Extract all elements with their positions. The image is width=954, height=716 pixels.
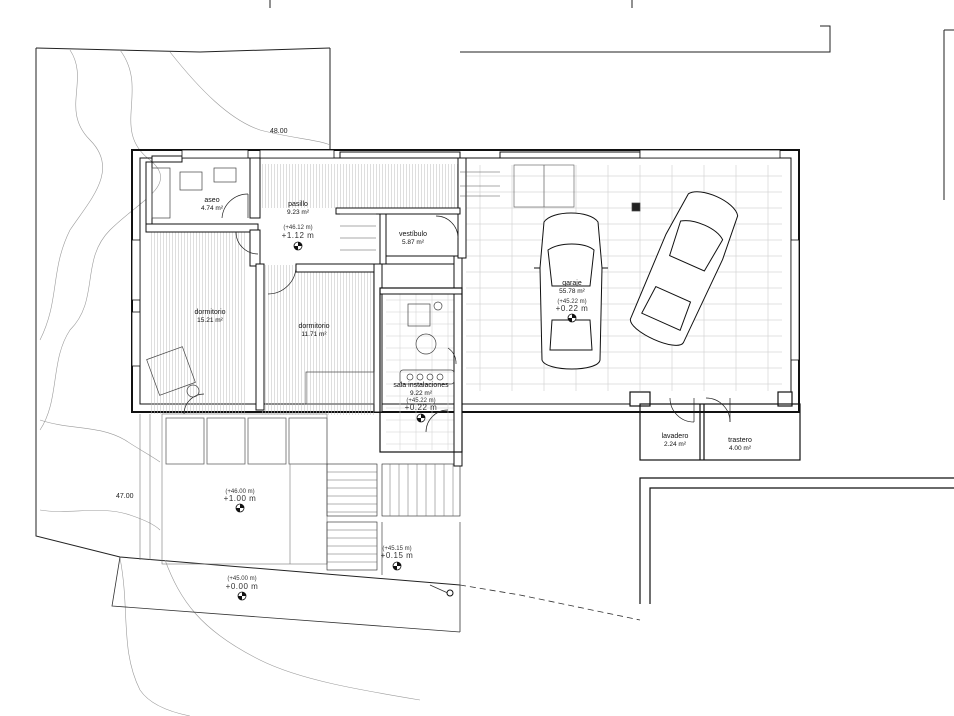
level-top-terraza: (+46.00 m) (225, 489, 254, 495)
room-name-trastero: trastero (728, 437, 752, 444)
level-marker-icon (392, 561, 402, 571)
survey-point-icon (446, 589, 454, 597)
level-marker-icon (235, 503, 245, 513)
site-boundary (35, 0, 954, 586)
level-marker-icon (567, 313, 577, 323)
windows (131, 149, 800, 367)
contour-label-47: 47.00 (116, 493, 134, 500)
level-top-rampa: (+45.15 m) (382, 546, 411, 552)
level-bot-terraza: +1.00 m (224, 494, 257, 503)
level-marker-icon (293, 241, 303, 251)
room-area-lavadero: 2.24 m² (664, 441, 687, 448)
level-top-sala: (+45.22 m) (406, 398, 435, 404)
level-top-garaje: (+45.22 m) (557, 299, 586, 305)
room-name-sala: sala instalaciones (393, 382, 449, 389)
level-bot-acera: +0.00 m (226, 582, 259, 591)
room-labels: aseo 4.74 m² pasillo 9.23 m² (+46.12 m) … (194, 197, 752, 591)
room-name-dormitorio-2: dormitorio (298, 323, 329, 330)
room-area-sala: 9.22 m² (410, 390, 433, 397)
retaining-wall (639, 477, 954, 604)
room-name-dormitorio-1: dormitorio (194, 309, 225, 316)
stair-treads (327, 464, 454, 563)
level-bot-sala: +0.22 m (405, 403, 438, 412)
contour-label-48: 48.00 (270, 128, 288, 135)
room-area-aseo: 4.74 m² (201, 205, 224, 212)
room-area-dormitorio-2: 11.71 m² (301, 331, 327, 338)
terrain-contours (39, 49, 421, 716)
level-top-acera: (+45.00 m) (227, 576, 256, 582)
ramp (381, 522, 461, 585)
room-name-vestibulo: vestíbulo (399, 231, 427, 238)
room-name-aseo: aseo (204, 197, 219, 204)
street-strip (111, 556, 641, 633)
level-marker-icon (416, 413, 426, 423)
level-bot-garaje: +0.22 m (556, 304, 589, 313)
car-left-icon (534, 212, 608, 370)
room-name-lavadero: lavadero (662, 433, 689, 440)
room-area-pasillo: 9.23 m² (287, 209, 310, 216)
level-marker-icon (237, 591, 247, 601)
doors (183, 193, 731, 433)
level-markers (235, 241, 577, 601)
room-area-trastero: 4.00 m² (729, 445, 752, 452)
level-bot-rampa: +0.15 m (381, 551, 414, 560)
room-area-vestibulo: 5.87 m² (402, 239, 425, 246)
level-top-pasillo: (+46.12 m) (283, 225, 312, 231)
room-name-garaje: garaje (562, 280, 582, 287)
room-name-pasillo: pasillo (288, 201, 308, 208)
room-area-garaje: 55.78 m² (559, 288, 585, 295)
furniture (146, 167, 641, 405)
building (131, 149, 801, 467)
car-right-icon (629, 191, 739, 346)
level-bot-pasillo: +1.12 m (282, 231, 315, 240)
room-area-dormitorio-1: 15.21 m² (197, 317, 223, 324)
